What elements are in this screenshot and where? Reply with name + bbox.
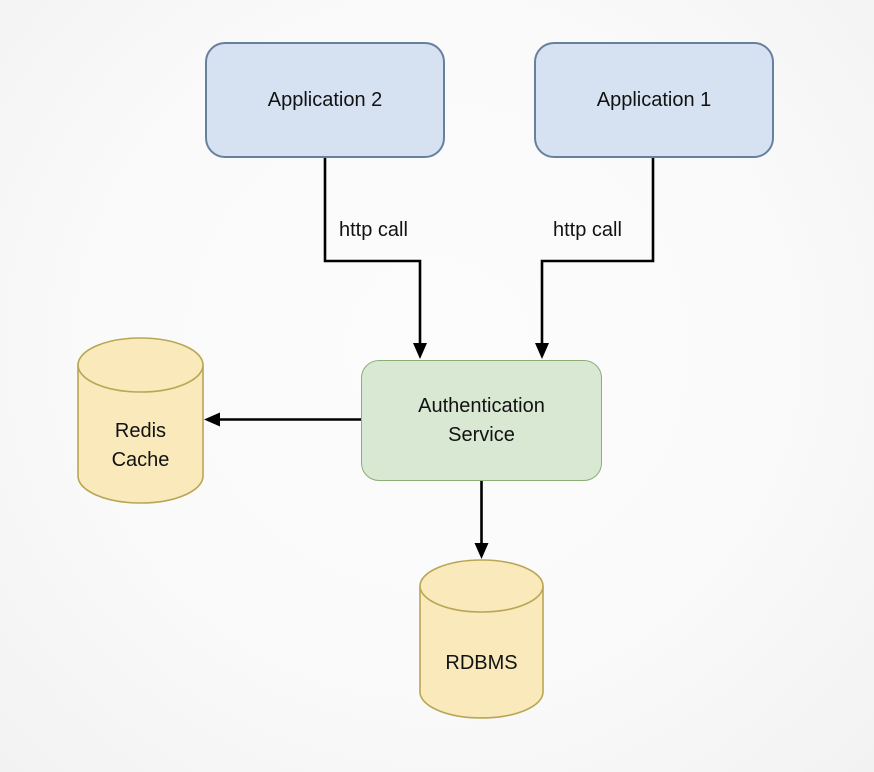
node-authentication-service-label: Authentication Service — [418, 392, 545, 450]
node-application-1-label: Application 1 — [596, 88, 712, 111]
auth-label-line-2: Service — [448, 423, 515, 446]
node-application-1: Application 1 — [534, 42, 774, 158]
redis-label-line-2: Cache — [111, 449, 170, 471]
node-authentication-service: Authentication Service — [361, 360, 602, 481]
arrow-app2-to-auth — [323, 158, 427, 359]
node-application-2-label: Application 2 — [267, 88, 383, 111]
arrowhead-down-icon — [413, 343, 427, 359]
arrow-app1-to-auth — [535, 158, 655, 359]
arrow-auth-to-redis — [204, 412, 361, 427]
redis-label-line-1: Redis — [114, 420, 167, 442]
arrow-auth-to-rdbms — [474, 481, 489, 559]
arrowhead-down-icon — [474, 543, 489, 559]
edge-label-http-call-right: http call — [553, 219, 622, 241]
node-rdbms-label: RDBMS — [445, 652, 518, 674]
arrowhead-left-icon — [204, 412, 220, 427]
node-redis-cache-label: Redis Cache — [78, 417, 203, 475]
node-application-2: Application 2 — [205, 42, 445, 158]
database-cylinder-icon-redis — [77, 337, 204, 504]
arrowhead-down-icon — [535, 343, 549, 359]
edge-label-http-call-left: http call — [339, 219, 408, 241]
database-cylinder-icon-rdbms — [419, 559, 544, 719]
auth-label-line-1: Authentication — [418, 394, 545, 417]
